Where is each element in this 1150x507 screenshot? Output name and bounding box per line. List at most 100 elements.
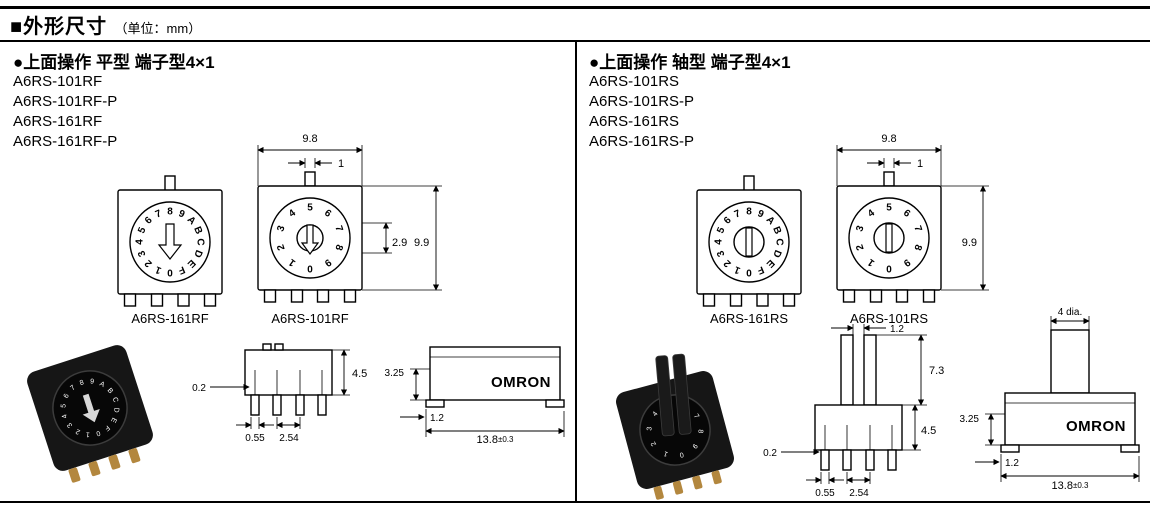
end-view-shaft: OMRON 4 dia. 3.25 1.2 13.8±0.3 bbox=[960, 307, 1140, 492]
svg-text:9: 9 bbox=[90, 378, 95, 385]
svg-text:D: D bbox=[770, 248, 783, 259]
model-number: A6RS-101RF bbox=[13, 73, 103, 90]
side-body bbox=[814, 404, 903, 451]
index-tab bbox=[304, 171, 316, 187]
dim-pin-thickness-label: 0.2 bbox=[763, 448, 777, 459]
right-model-list: A6RS-101RS A6RS-101RS-P A6RS-161RS A6RS-… bbox=[589, 72, 694, 152]
svg-text:D: D bbox=[191, 248, 204, 259]
side-body bbox=[244, 349, 333, 396]
figure-label-hex: A6RS-161RF bbox=[131, 311, 208, 326]
foot bbox=[425, 399, 445, 408]
svg-text:3: 3 bbox=[275, 224, 287, 233]
svg-text:5: 5 bbox=[60, 404, 67, 409]
right-column-header: ●上面操作 轴型 端子型4×1 bbox=[589, 53, 791, 72]
shaft-prong bbox=[840, 334, 854, 406]
terminal-pins bbox=[263, 289, 357, 303]
svg-text:2: 2 bbox=[75, 427, 82, 435]
section-title-row: ■外形尺寸 （单位：mm） bbox=[10, 10, 201, 39]
svg-text:0: 0 bbox=[746, 267, 752, 278]
svg-text:7: 7 bbox=[733, 208, 743, 220]
svg-text:2: 2 bbox=[650, 440, 658, 447]
end-body bbox=[429, 346, 561, 401]
svg-text:C: C bbox=[111, 396, 119, 403]
model-number: A6RS-161RF-P bbox=[13, 133, 118, 150]
side-view: 0.2 4.5 0.55 2.54 bbox=[192, 343, 367, 444]
svg-text:3: 3 bbox=[646, 426, 653, 430]
top-rule bbox=[0, 6, 1150, 9]
figure-label-dec: A6RS-101RF bbox=[271, 311, 348, 326]
dim-slot-label: 2.9 bbox=[392, 237, 407, 249]
svg-text:D: D bbox=[112, 407, 119, 413]
svg-text:A: A bbox=[98, 381, 106, 390]
svg-text:5: 5 bbox=[715, 225, 727, 235]
svg-text:7: 7 bbox=[692, 413, 700, 420]
svg-text:6: 6 bbox=[63, 393, 71, 400]
dim-pin-thickness-label: 0.2 bbox=[192, 383, 206, 394]
dim-body-height-label: 4.5 bbox=[352, 368, 367, 380]
svg-text:F: F bbox=[103, 424, 111, 432]
dim-seating-label: 3.25 bbox=[960, 414, 980, 425]
svg-text:6: 6 bbox=[901, 208, 912, 220]
index-tab bbox=[883, 171, 895, 187]
left-column-header: ●上面操作 平型 端子型4×1 bbox=[13, 53, 215, 72]
dim-tab-label: 1 bbox=[917, 158, 923, 170]
dim-foot-label: 1.2 bbox=[1005, 458, 1019, 469]
svg-text:B: B bbox=[106, 387, 115, 395]
svg-text:3: 3 bbox=[66, 421, 74, 429]
svg-text:4: 4 bbox=[135, 239, 146, 245]
photo-pins bbox=[68, 448, 141, 483]
svg-text:C: C bbox=[195, 238, 206, 245]
svg-text:3: 3 bbox=[854, 224, 866, 233]
svg-text:8: 8 bbox=[696, 429, 703, 433]
column-divider bbox=[575, 41, 577, 501]
left-model-list: A6RS-101RF A6RS-101RF-P A6RS-161RF A6RS-… bbox=[13, 72, 117, 152]
shaft-prong bbox=[863, 334, 877, 406]
svg-text:F: F bbox=[177, 263, 187, 276]
dim-width-label: 9.8 bbox=[302, 133, 317, 145]
dim-width-label: 9.8 bbox=[881, 133, 896, 145]
svg-text:3: 3 bbox=[136, 248, 148, 258]
dim-pin-pitch-label: 2.54 bbox=[279, 433, 299, 444]
model-number: A6RS-161RS bbox=[589, 113, 680, 130]
side-pins bbox=[820, 449, 897, 471]
svg-text:9: 9 bbox=[690, 442, 698, 450]
svg-text:0: 0 bbox=[679, 450, 685, 458]
top-view-dimensions: 9.8 1 9.9 bbox=[836, 133, 989, 291]
foot bbox=[1000, 444, 1020, 453]
model-number: A6RS-101RS bbox=[589, 73, 680, 90]
dim-body-height-label: 4.5 bbox=[921, 425, 936, 437]
svg-text:E: E bbox=[109, 416, 118, 424]
svg-text:8: 8 bbox=[79, 379, 85, 387]
dial-arrow-icon bbox=[157, 223, 183, 260]
svg-text:7: 7 bbox=[911, 224, 923, 233]
photo-shaft bbox=[655, 353, 692, 437]
svg-text:7: 7 bbox=[69, 384, 77, 392]
foot bbox=[545, 399, 565, 408]
terminal-pins bbox=[702, 293, 796, 307]
figure-label-hex: A6RS-161RS bbox=[710, 311, 788, 326]
dim-slot-width-label: 1.2 bbox=[890, 324, 904, 335]
section-title: ■外形尺寸 bbox=[10, 16, 108, 38]
svg-text:4: 4 bbox=[714, 239, 725, 245]
terminal-pins bbox=[842, 289, 936, 303]
section-unit-note: （单位：mm） bbox=[114, 21, 202, 36]
svg-text:F: F bbox=[756, 263, 766, 276]
shaft-slot bbox=[745, 227, 753, 257]
svg-text:2: 2 bbox=[275, 243, 287, 252]
svg-text:B: B bbox=[191, 225, 204, 236]
dim-total-width-label: 13.8±0.3 bbox=[1052, 480, 1089, 492]
svg-text:1: 1 bbox=[732, 263, 742, 275]
svg-text:9: 9 bbox=[901, 256, 912, 268]
svg-text:5: 5 bbox=[136, 225, 148, 235]
svg-text:1: 1 bbox=[287, 256, 298, 268]
end-view: OMRON 3.25 1.2 13.8±0.3 bbox=[385, 346, 565, 446]
model-number: A6RS-161RF bbox=[13, 113, 103, 130]
